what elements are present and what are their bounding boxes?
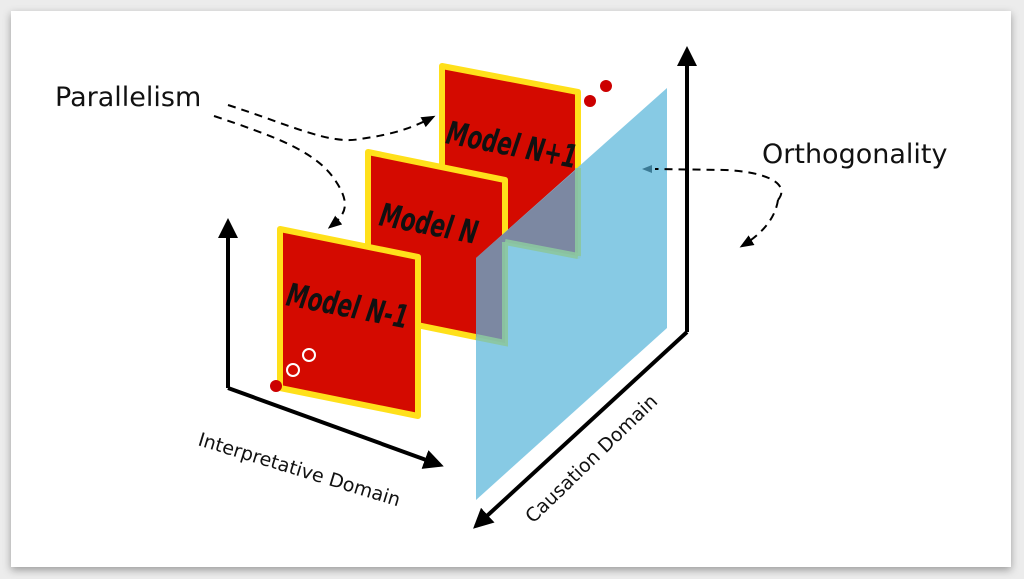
dashed-arrow-to-model-n-plus-1 (227, 104, 436, 141)
causation-axis-arrow (473, 330, 689, 529)
orthogonality-connector (642, 165, 783, 248)
interpretative-axis (218, 218, 444, 469)
arrow-head-into-plane (642, 165, 652, 173)
interpretative-axis-arrow (227, 386, 444, 469)
dashed-arrow-to-model-n-minus-1 (213, 115, 346, 229)
orthogonality-label: Orthogonality (762, 139, 947, 170)
parallelism-label: Parallelism (55, 82, 201, 113)
hollow-dot (286, 363, 300, 377)
model-n-minus-1-panel[interactable] (277, 226, 421, 419)
model-n-minus-1[interactable]: Model N-1 (277, 226, 421, 419)
hollow-dot (302, 348, 316, 362)
filled-dot (270, 380, 282, 392)
overlap-edge (504, 239, 579, 259)
filled-dot (584, 95, 596, 107)
causation-axis[interactable] (473, 46, 697, 529)
dashed-arrow-out-of-plane (739, 199, 779, 248)
overlap-edge (475, 242, 508, 347)
filled-dot (600, 80, 612, 92)
dashed-arrow-to-plane (654, 168, 783, 201)
orthogonal-plane (476, 88, 667, 500)
data-points (270, 80, 612, 392)
overlap-region (476, 168, 578, 343)
parallelism-connectors (213, 104, 436, 229)
